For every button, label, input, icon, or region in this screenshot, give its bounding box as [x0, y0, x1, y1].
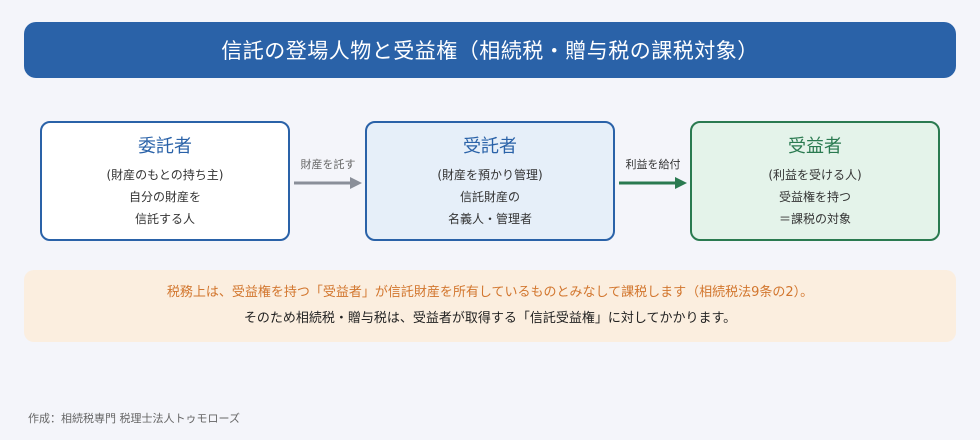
trustor-box: 委託者 (財産のもとの持ち主) 自分の財産を 信託する人 [40, 121, 290, 241]
trustee-line-2: 信託財産の [459, 190, 520, 204]
tax-note-line-2: そのため相続税・贈与税は、受益者が取得する「信託受益権」に対してかかります。 [243, 311, 737, 326]
benefit-arrow-label: 利益を給付 [625, 158, 681, 171]
benefit-arrow: 利益を給付 [617, 156, 689, 192]
entrust-arrow-label: 財産を託す [300, 158, 356, 171]
beneficiary-line-3: ＝課税の対象 [778, 212, 851, 226]
beneficiary-line-1: (利益を受ける人) [768, 168, 862, 182]
title-banner: 信託の登場人物と受益権（相続税・贈与税の課税対象） [24, 22, 956, 78]
benefit-arrow-icon [619, 177, 687, 189]
trustor-line-1: (財産のもとの持ち主) [106, 168, 224, 182]
trustor-line-3: 信託する人 [134, 212, 195, 226]
credit-text: 作成：相続税専門 税理士法人トゥモローズ [28, 412, 240, 425]
beneficiary-line-2: 受益権を持つ [778, 190, 851, 204]
trustor-role: 委託者 [138, 136, 192, 157]
trustee-box: 受託者 (財産を預かり管理) 信託財産の 名義人・管理者 [365, 121, 615, 241]
trustee-line-3: 名義人・管理者 [447, 212, 532, 226]
page-title: 信託の登場人物と受益権（相続税・贈与税の課税対象） [221, 39, 759, 63]
beneficiary-role: 受益者 [788, 136, 842, 157]
entrust-arrow-icon [294, 177, 362, 189]
entrust-arrow: 財産を託す [292, 156, 364, 192]
trustee-role: 受託者 [463, 136, 517, 157]
tax-note-line-1: 税務上は、受益権を持つ「受益者」が信託財産を所有しているものとみなして課税します… [166, 285, 814, 300]
beneficiary-box: 受益者 (利益を受ける人) 受益権を持つ ＝課税の対象 [690, 121, 940, 241]
trustee-line-1: (財産を預かり管理) [437, 168, 543, 182]
trustor-line-2: 自分の財産を [128, 190, 201, 204]
tax-note: 税務上は、受益権を持つ「受益者」が信託財産を所有しているものとみなして課税します… [24, 270, 956, 342]
